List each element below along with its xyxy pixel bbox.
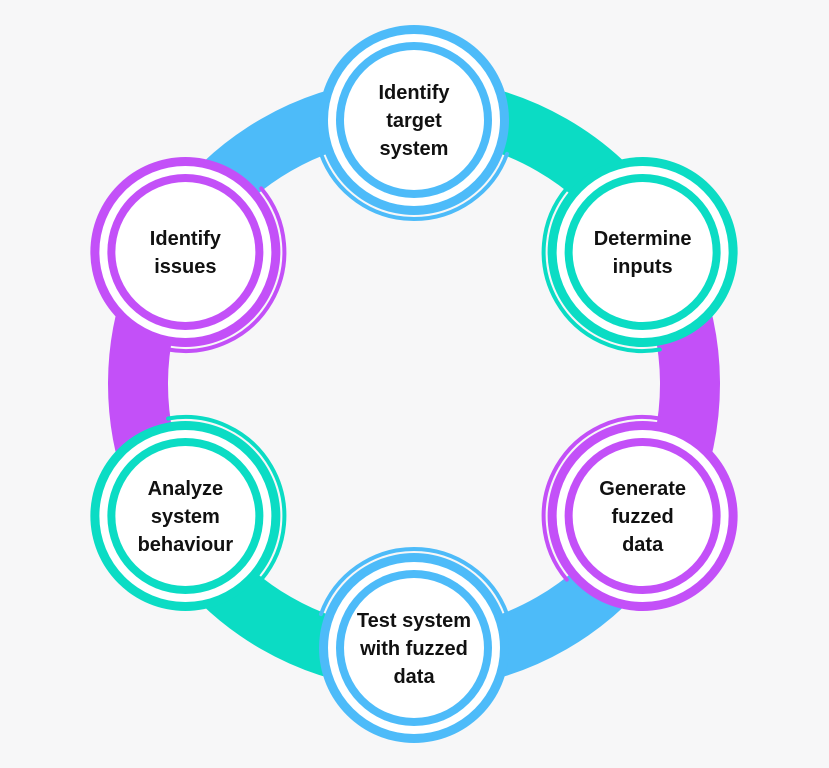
step-label-line: system xyxy=(380,138,449,160)
step-label-line: inputs xyxy=(613,256,673,278)
step-label-line: with fuzzed xyxy=(359,638,468,660)
step-label-line: data xyxy=(622,534,664,556)
step-label: Generate fuzzed data xyxy=(599,478,686,556)
step-label-disk xyxy=(572,182,713,322)
step-determine-inputs: Determine inputs xyxy=(541,157,738,353)
step-label: Identify issues xyxy=(150,228,222,278)
step-accent-arc xyxy=(541,186,662,353)
step-label-disk xyxy=(344,50,484,190)
step-label-line: Identify xyxy=(378,82,450,104)
step-generate-fuzzed-data: Generate fuzzed data xyxy=(541,415,738,611)
step-test-system-with-fuzzed-data: Test system with fuzzed data xyxy=(318,547,510,743)
step-label-line: issues xyxy=(154,256,216,278)
step-label-line: data xyxy=(393,666,435,688)
step-accent-arc xyxy=(318,151,510,221)
step-label-line: Generate xyxy=(599,478,686,500)
step-label-line: Determine xyxy=(594,228,692,250)
step-accent-arc xyxy=(166,415,287,582)
step-label: Test system with fuzzed data xyxy=(357,610,471,688)
step-accent-arc xyxy=(541,415,662,582)
step-label-line: behaviour xyxy=(138,534,234,556)
step-label-line: Test system xyxy=(357,610,471,632)
step-analyze-system-behaviour: Analyze system behaviour xyxy=(90,415,287,611)
step-identify-target-system: Identify target system xyxy=(318,25,510,221)
step-label-line: target xyxy=(386,110,442,132)
step-label: Determine inputs xyxy=(594,228,692,278)
step-label-line: Identify xyxy=(150,228,222,250)
step-label-line: fuzzed xyxy=(612,506,674,528)
step-identify-issues: Identify issues xyxy=(90,157,287,353)
step-accent-arc xyxy=(166,186,287,353)
step-accent-arc xyxy=(318,547,510,617)
step-label-disk xyxy=(115,446,256,586)
step-label-line: system xyxy=(151,506,220,528)
step-label: Identify target system xyxy=(378,82,450,160)
step-label-disk xyxy=(115,182,256,322)
step-label-line: Analyze xyxy=(148,478,224,500)
step-label-disk xyxy=(344,578,484,718)
step-label-disk xyxy=(572,446,713,586)
step-label: Analyze system behaviour xyxy=(138,478,234,556)
